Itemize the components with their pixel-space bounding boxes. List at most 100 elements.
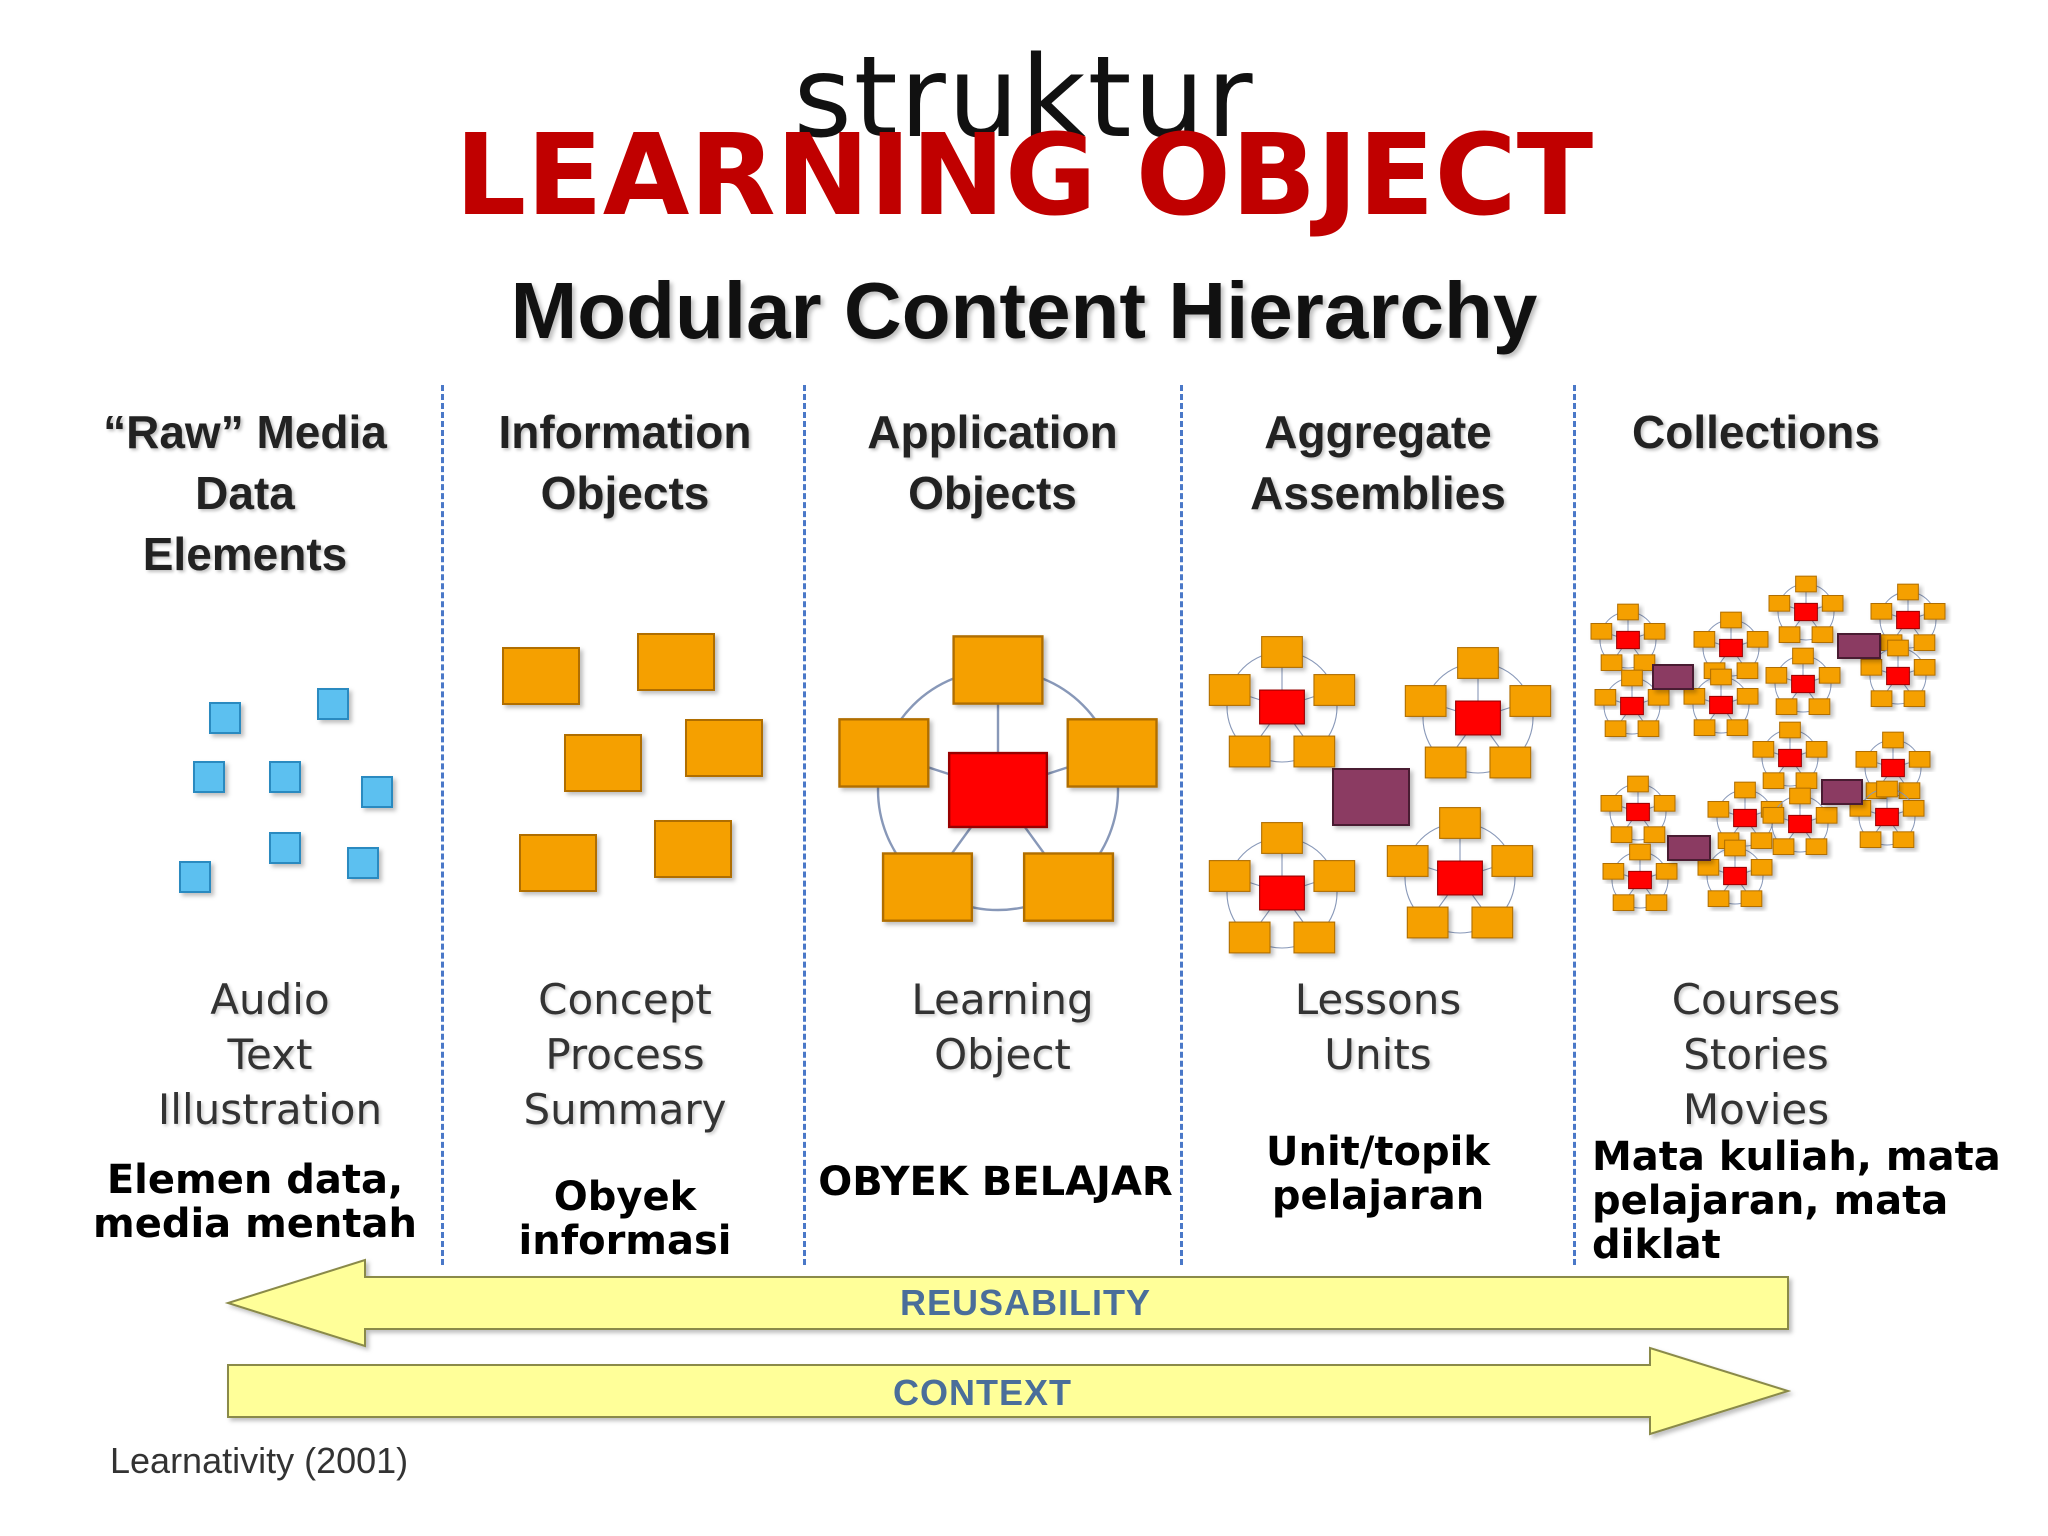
molecule-node [1779, 721, 1801, 739]
heading-line: Data [195, 467, 295, 519]
heading-line: “Raw” Media [103, 406, 387, 458]
molecule-node [1870, 603, 1893, 620]
example-line: Concept [538, 975, 712, 1024]
column-divider [1573, 385, 1576, 1265]
molecule-node [1860, 659, 1883, 676]
molecule-node [1643, 623, 1666, 640]
translation-line: Obyek informasi [518, 1174, 732, 1264]
molecule-node [1859, 831, 1882, 848]
information-object-blocks [502, 633, 763, 892]
collection-molecule [1602, 843, 1678, 911]
learning-object-molecule [838, 635, 1158, 922]
molecule-node [1913, 634, 1936, 651]
heading-line: Aggregate [1264, 406, 1492, 458]
collection-molecule [1762, 787, 1838, 855]
molecule-node [1629, 843, 1651, 861]
molecule-node [1815, 807, 1838, 824]
molecule-node [1762, 772, 1785, 789]
molecule-node [1902, 800, 1925, 817]
molecule-core [1620, 696, 1644, 716]
molecule-node [1897, 583, 1919, 601]
collection-molecule [1860, 639, 1936, 707]
collection-molecule [1600, 775, 1676, 843]
molecule-node [1789, 787, 1811, 805]
molecule-node [1736, 688, 1759, 705]
molecule-node [1811, 626, 1834, 643]
collection-molecule [1849, 780, 1925, 848]
molecule-node [1313, 674, 1356, 706]
molecule-node [1768, 595, 1791, 612]
collection-molecule [1693, 611, 1769, 679]
molecule-core [1628, 870, 1652, 890]
column-divider [441, 385, 444, 1265]
molecule-node [1208, 674, 1251, 706]
context-label: CONTEXT [893, 1372, 1073, 1413]
translation-line: Elemen data, [106, 1157, 404, 1203]
molecule-node [1261, 636, 1303, 668]
molecule-node [1710, 668, 1732, 686]
column-examples-aggregate-assemblies: Lessons Units [1183, 972, 1573, 1082]
molecule-node [1720, 611, 1742, 629]
molecule-node [1821, 595, 1844, 612]
column-translation-information-objects: Obyek informasi [445, 1175, 805, 1263]
molecule-node [1762, 807, 1785, 824]
example-line: Audio [210, 975, 330, 1024]
example-line: Units [1324, 1030, 1432, 1079]
slide-title-top: struktur [793, 33, 1255, 163]
molecule-node [1734, 781, 1756, 799]
molecule-node [1612, 894, 1635, 911]
molecule-node [1707, 890, 1730, 907]
molecule-node [1775, 698, 1798, 715]
column-divider [803, 385, 806, 1265]
info-block [637, 633, 715, 691]
aggregate-molecule [1208, 822, 1356, 954]
collections-cluster [1590, 575, 1946, 911]
example-line: Illustration [157, 1085, 383, 1134]
molecule-node [1645, 894, 1668, 911]
raw-square [317, 688, 349, 720]
molecule-node [1590, 623, 1613, 640]
column-heading-information-objects: Information Objects [445, 402, 805, 524]
molecule-node [1908, 751, 1931, 768]
molecule-node [1903, 690, 1926, 707]
molecule-node [1617, 603, 1639, 621]
assembly-hub [1837, 633, 1881, 659]
assembly-hub [1332, 768, 1410, 826]
translation-line: Unit/topik [1266, 1129, 1490, 1175]
molecule-node [1736, 662, 1759, 679]
column-examples-application-objects: Learning Object [815, 972, 1190, 1082]
molecule-core [1719, 638, 1743, 658]
molecule-node [1750, 859, 1773, 876]
molecule-node [1643, 826, 1666, 843]
example-line: Object [934, 1030, 1071, 1079]
molecule-node [1627, 775, 1649, 793]
molecule-node [1892, 831, 1915, 848]
molecule-node [1882, 731, 1904, 749]
molecule-node [881, 852, 974, 922]
molecule-core [1733, 808, 1757, 828]
context-arrow [227, 1346, 1792, 1436]
molecule-node [1724, 839, 1746, 857]
collection-molecule [1594, 669, 1670, 737]
molecule-node [1489, 746, 1532, 779]
heading-line: Objects [908, 467, 1077, 519]
molecule-core [1455, 700, 1501, 736]
heading-line: Elements [142, 528, 348, 580]
translation-line: OBYEK BELAJAR [818, 1159, 1173, 1205]
example-line: Text [227, 1030, 313, 1079]
molecule-core [1723, 866, 1747, 886]
molecule-node [1471, 906, 1514, 939]
collection-molecule [1768, 575, 1844, 643]
column-translation-raw-media: Elemen data, media mentah [60, 1158, 450, 1246]
column-heading-application-objects: Application Objects [805, 402, 1180, 524]
molecule-node [1808, 698, 1831, 715]
aggregate-molecule [1208, 636, 1356, 768]
example-line: Learning [911, 975, 1094, 1024]
molecule-node [1509, 685, 1552, 717]
column-heading-raw-media: “Raw” Media Data Elements [60, 402, 430, 585]
column-translation-aggregate-assemblies: Unit/topik pelajaran [1183, 1130, 1573, 1218]
molecule-node [838, 718, 930, 788]
example-line: Process [545, 1030, 705, 1079]
molecule-core [947, 751, 1049, 829]
